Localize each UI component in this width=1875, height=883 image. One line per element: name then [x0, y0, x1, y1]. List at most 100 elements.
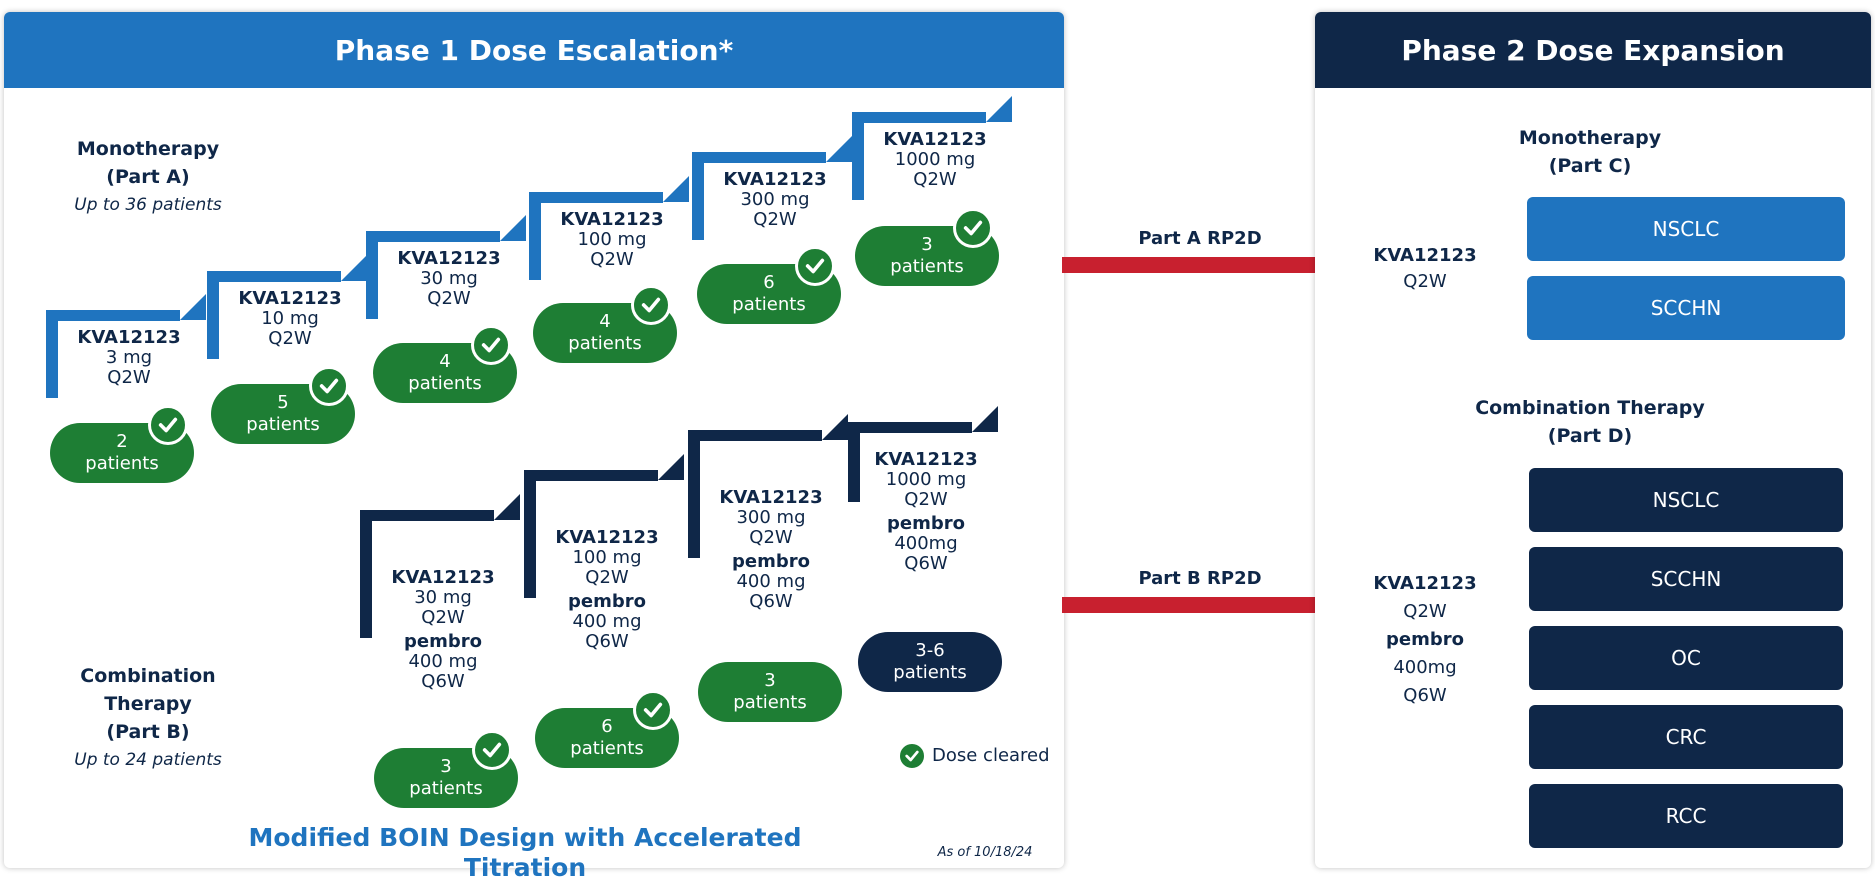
step-dose: 300 mg [736, 507, 806, 528]
step-combo-drug: pembro [887, 513, 965, 534]
step-dose: 300 mg [740, 189, 810, 210]
indication-box: NSCLC [1529, 468, 1843, 532]
step-triangle [663, 176, 689, 202]
step-schedule: Q2W [590, 249, 634, 270]
step-dose: 100 mg [572, 547, 642, 568]
step-combo-dose: 400 mg [572, 611, 642, 632]
step-dose: 10 mg [261, 308, 319, 329]
patient-number: 4 [599, 311, 611, 332]
step-bar-vertical [692, 152, 704, 240]
step-bar-vertical [360, 510, 372, 638]
patient-unit: patients [732, 294, 806, 315]
legend-label: Dose cleared [932, 745, 1050, 766]
step-triangle [180, 294, 206, 320]
step-combo-schedule: Q6W [749, 591, 793, 612]
step-schedule: Q2W [753, 209, 797, 230]
part-b-rp2d-label: Part B RP2D [1138, 568, 1262, 589]
combo-part-b-label: Combination Therapy (Part B) Up to 24 pa… [48, 662, 248, 774]
patient-number: 6 [763, 272, 775, 293]
indication-box: OC [1529, 626, 1843, 690]
step-schedule: Q2W [749, 527, 793, 548]
indication-box: SCCHN [1527, 276, 1845, 340]
dose-cleared-check-icon [795, 246, 835, 286]
step-triangle [494, 494, 520, 520]
indication-box: SCCHN [1529, 547, 1843, 611]
patient-unit: patients [85, 453, 159, 474]
step-triangle [500, 215, 526, 241]
step-bar-vertical [524, 470, 536, 598]
step-drug: KVA12123 [77, 327, 181, 348]
patient-number: 5 [277, 392, 289, 413]
step-bar-vertical [852, 112, 864, 200]
dose-cleared-check-icon [471, 325, 511, 365]
step-combo-schedule: Q6W [421, 671, 465, 692]
indication-box: NSCLC [1527, 197, 1845, 261]
patient-unit: patients [733, 692, 807, 713]
step-triangle [658, 454, 684, 480]
legend-check-icon [898, 742, 926, 770]
patient-number: 4 [439, 351, 451, 372]
step-combo-drug: pembro [568, 591, 646, 612]
step-combo-drug: pembro [404, 631, 482, 652]
step-schedule: Q2W [585, 567, 629, 588]
step-dose: 30 mg [420, 268, 478, 289]
patient-number: 3 [764, 670, 776, 691]
step-bar-horizontal [688, 430, 822, 441]
step-triangle [822, 414, 848, 440]
step-drug: KVA12123 [391, 567, 495, 588]
step-bar-horizontal [207, 271, 341, 282]
step-bar-vertical [848, 422, 860, 502]
patient-unit: patients [246, 414, 320, 435]
step-dose: 1000 mg [894, 149, 976, 170]
step-drug: KVA12123 [874, 449, 978, 470]
patient-number: 2 [116, 431, 128, 452]
patient-number: 6 [601, 716, 613, 737]
patient-unit: patients [570, 738, 644, 759]
step-drug: KVA12123 [397, 248, 501, 269]
step-combo-drug: pembro [732, 551, 810, 572]
step-combo-schedule: Q6W [585, 631, 629, 652]
step-schedule: Q2W [107, 367, 151, 388]
indication-box: CRC [1529, 705, 1843, 769]
step-drug: KVA12123 [719, 487, 823, 508]
dose-cleared-check-icon [472, 730, 512, 770]
step-bar-vertical [366, 231, 378, 319]
phase1-title: Phase 1 Dose Escalation* [4, 12, 1064, 88]
step-bar-vertical [46, 310, 58, 398]
step-drug: KVA12123 [555, 527, 659, 548]
step-bar-vertical [688, 430, 700, 558]
patient-number: 3 [440, 756, 452, 777]
patient-number: 3-6 [915, 640, 945, 661]
step-drug: KVA12123 [560, 209, 664, 230]
step-schedule: Q2W [904, 489, 948, 510]
combo-part-d-label: Combination Therapy (Part D) [1475, 397, 1705, 447]
step-bar-vertical [529, 192, 541, 280]
step-schedule: Q2W [913, 169, 957, 190]
step-schedule: Q2W [421, 607, 465, 628]
step-bar-horizontal [692, 152, 826, 163]
step-dose: 3 mg [105, 347, 153, 368]
step-dose: 100 mg [577, 229, 647, 250]
dose-cleared-check-icon [148, 405, 188, 445]
as-of-date: As of 10/18/24 [937, 845, 1033, 860]
